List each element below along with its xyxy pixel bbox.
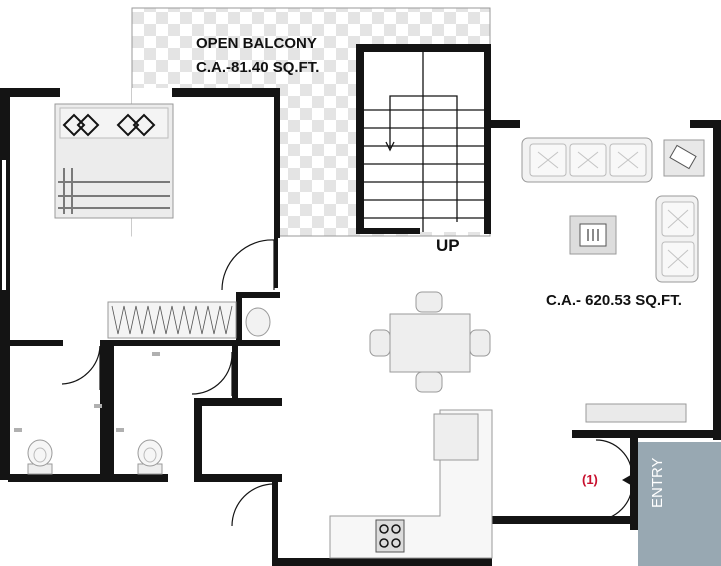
dining-set [369, 291, 491, 393]
staircase [356, 46, 490, 232]
bed [54, 103, 174, 219]
washbasin [245, 307, 271, 337]
sofa-two-seater [655, 195, 699, 283]
entry-arrow-icon [622, 472, 636, 488]
tv-unit [585, 403, 687, 423]
entry-label: ENTRY [649, 457, 666, 508]
tap [116, 428, 124, 432]
door-swings [61, 239, 633, 527]
side-table [663, 139, 705, 177]
entry-panel [638, 442, 721, 566]
balcony-area: C.A.-81.40 SQ.FT. [196, 59, 319, 76]
coffee-table [569, 215, 617, 255]
tap [94, 404, 102, 408]
toilet-left [27, 439, 53, 475]
kitchen [329, 409, 493, 559]
sofa-three-seater [521, 137, 653, 183]
toilet-right [137, 439, 163, 475]
entry-marker: (1) [582, 472, 598, 487]
tap [14, 428, 22, 432]
balcony-title: OPEN BALCONY [196, 35, 317, 52]
tap [152, 352, 160, 356]
apartment-area: C.A.- 620.53 SQ.FT. [546, 292, 682, 309]
stairs-up-label: UP [436, 236, 460, 255]
